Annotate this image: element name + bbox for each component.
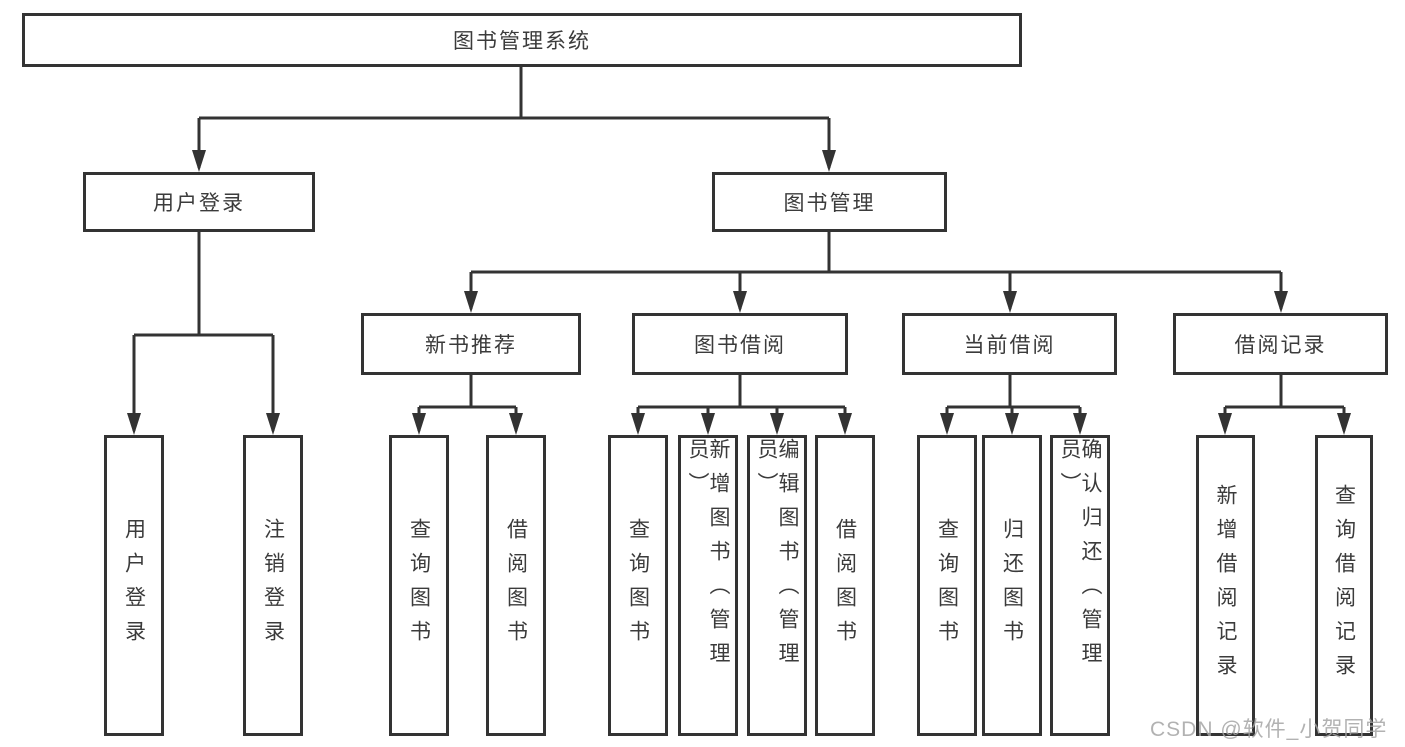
node-root: 图书管理系统: [22, 13, 1022, 67]
leaf-query-books-borrowing: 查询图书: [608, 435, 668, 736]
node-book-management-label: 图书管理: [783, 192, 876, 215]
branch-root: [197, 67, 831, 168]
arrow-down-icon: [1005, 413, 1019, 435]
arrow-down-icon: [838, 413, 852, 435]
leaf-query-borrow-record-label: 查询借阅记录: [1332, 483, 1356, 688]
arrow-down-icon: [1218, 413, 1232, 435]
leaf-borrow-books-recommend: 借阅图书: [486, 435, 546, 736]
arrow-down-icon: [1003, 291, 1017, 313]
node-current-borrowing: 当前借阅: [902, 313, 1117, 375]
arrow-down-icon: [1337, 413, 1351, 435]
node-book-borrowing: 图书借阅: [632, 313, 848, 375]
node-borrowing-records: 借阅记录: [1173, 313, 1388, 375]
leaf-logout-label: 注销登录: [261, 517, 285, 654]
leaf-query-books-current-label: 查询图书: [935, 517, 959, 654]
leaf-user-login-label: 用户登录: [122, 517, 146, 654]
watermark: CSDN @软件_小贺同学: [1150, 718, 1388, 741]
arrow-down-icon: [1274, 291, 1288, 313]
leaf-query-borrow-record: 查询借阅记录: [1315, 435, 1373, 736]
leaf-edit-book-admin: 编辑图书（管理员）: [747, 435, 807, 736]
leaf-borrow-books-borrowing: 借阅图书: [815, 435, 875, 736]
arrow-down-icon: [192, 150, 206, 172]
arrow-down-icon: [940, 413, 954, 435]
branch-current-borrowing: [945, 375, 1082, 431]
arrow-down-icon: [701, 413, 715, 435]
leaf-confirm-return-admin: 确认归还（管理员）: [1050, 435, 1110, 736]
node-book-management: 图书管理: [712, 172, 947, 232]
arrow-down-icon: [464, 291, 478, 313]
node-user-login: 用户登录: [83, 172, 315, 232]
leaf-query-books-current: 查询图书: [917, 435, 977, 736]
leaf-user-login: 用户登录: [104, 435, 164, 736]
node-user-login-label: 用户登录: [153, 192, 245, 215]
branch-borrowing-records: [1223, 375, 1346, 431]
leaf-add-book-admin: 新增图书（管理员）: [678, 435, 738, 736]
node-current-borrowing-label: 当前借阅: [963, 334, 1056, 357]
leaf-logout: 注销登录: [243, 435, 303, 736]
leaf-return-book-label: 归还图书: [1000, 517, 1024, 654]
node-borrowing-records-label: 借阅记录: [1234, 334, 1327, 357]
node-book-borrowing-label: 图书借阅: [694, 334, 786, 357]
branch-new-book-recommendation: [417, 375, 518, 431]
branch-user-login: [132, 232, 275, 431]
leaf-return-book: 归还图书: [982, 435, 1042, 736]
leaf-query-books-borrowing-label: 查询图书: [626, 517, 650, 654]
node-root-label: 图书管理系统: [453, 30, 591, 53]
leaf-add-borrow-record: 新增借阅记录: [1196, 435, 1255, 736]
leaf-query-books-recommend-label: 查询图书: [407, 517, 431, 654]
arrow-down-icon: [412, 413, 426, 435]
arrow-down-icon: [631, 413, 645, 435]
arrow-down-icon: [822, 150, 836, 172]
leaf-edit-book-admin-label: 编辑图书（管理员）: [755, 438, 799, 676]
arrow-down-icon: [1073, 413, 1087, 435]
arrow-down-icon: [127, 413, 141, 435]
leaf-borrow-books-borrowing-label: 借阅图书: [833, 517, 857, 654]
arrow-down-icon: [266, 413, 280, 435]
arrow-down-icon: [770, 413, 784, 435]
node-new-book-recommendation-label: 新书推荐: [425, 334, 517, 357]
arrow-down-icon: [509, 413, 523, 435]
branch-book-borrowing: [636, 375, 847, 431]
branch-book-management: [469, 232, 1283, 309]
arrow-down-icon: [733, 291, 747, 313]
leaf-add-book-admin-label: 新增图书（管理员）: [686, 438, 730, 676]
leaf-confirm-return-admin-label: 确认归还（管理员）: [1058, 438, 1102, 676]
node-new-book-recommendation: 新书推荐: [361, 313, 581, 375]
leaf-query-books-recommend: 查询图书: [389, 435, 449, 736]
leaf-borrow-books-recommend-label: 借阅图书: [504, 517, 528, 654]
leaf-add-borrow-record-label: 新增借阅记录: [1214, 483, 1237, 688]
